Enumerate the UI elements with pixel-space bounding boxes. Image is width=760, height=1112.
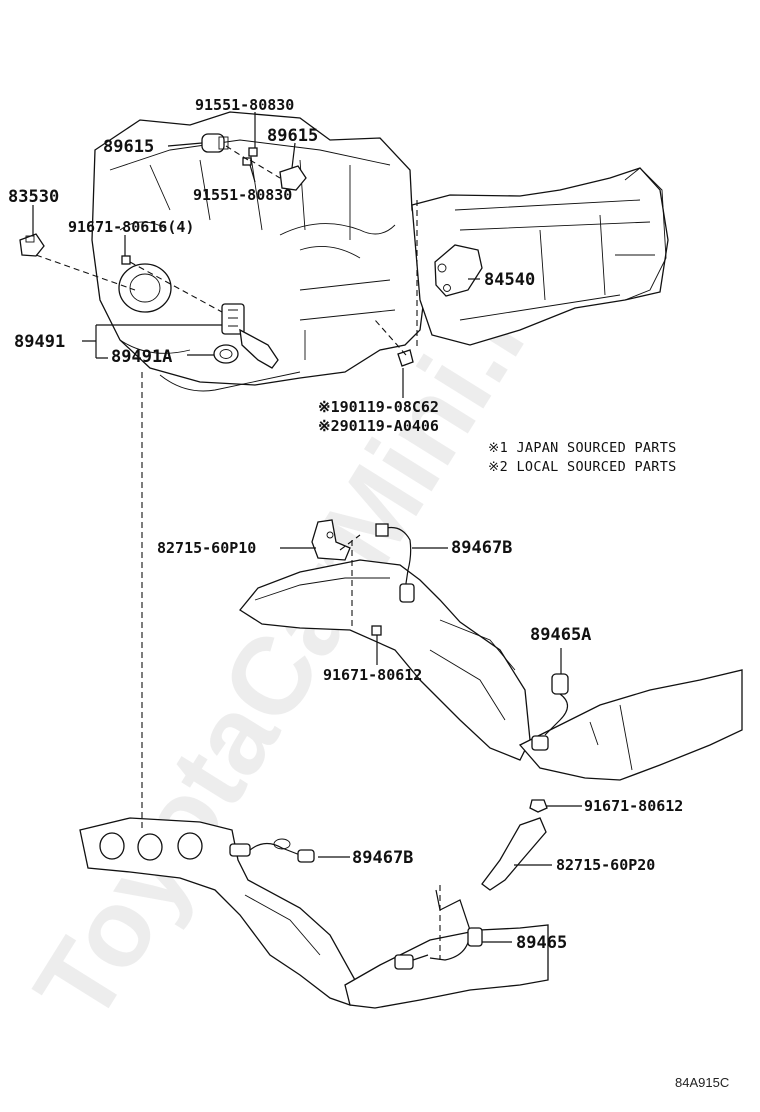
label-82715-60P10: 82715-60P10 xyxy=(157,539,256,557)
engine-block xyxy=(91,111,431,392)
oil-pressure-switch-83530 xyxy=(19,233,45,257)
bracket-82715-60P20 xyxy=(481,817,547,891)
oxygen-sensor-89465A xyxy=(531,673,569,751)
transmission xyxy=(411,167,669,346)
note-japan-sourced: ※1 JAPAN SOURCED PARTS xyxy=(488,440,677,456)
label-89467B-lower: 89467B xyxy=(352,848,413,868)
label-89615-right: 89615 xyxy=(267,126,318,146)
label-89491A: 89491A xyxy=(111,347,172,367)
label-90119-08C62: ※190119-08C62 xyxy=(318,398,439,416)
label-89491: 89491 xyxy=(14,332,65,352)
label-90119-A0406: ※290119-A0406 xyxy=(318,417,439,435)
oxygen-sensor-89467B-upper xyxy=(375,523,415,603)
exhaust-manifold-upper xyxy=(239,559,743,781)
label-83530: 83530 xyxy=(8,187,59,207)
diagram-code: 84A915C xyxy=(675,1075,729,1090)
bolt-91671-80612-upper xyxy=(371,625,382,636)
label-82715-60P20: 82715-60P20 xyxy=(556,856,655,874)
label-91671-80616: 91671-80616(4) xyxy=(68,218,194,236)
o-ring-89491A xyxy=(213,344,239,364)
bolt-91671-80616 xyxy=(121,255,131,265)
label-89465A: 89465A xyxy=(530,625,591,645)
bolts-91551 xyxy=(242,147,258,166)
label-91671-80612-lower: 91671-80612 xyxy=(584,797,683,815)
sensor-89615-right xyxy=(279,165,307,191)
assembly-lines xyxy=(35,145,441,960)
label-91551-80830-bottom: 91551-80830 xyxy=(193,186,292,204)
oxygen-sensor-89465 xyxy=(394,889,483,970)
label-89615-left: 89615 xyxy=(103,137,154,157)
speed-sensor-89491 xyxy=(221,303,279,369)
sensor-89615-left xyxy=(201,133,229,153)
exhaust-manifold-lower xyxy=(79,817,549,1009)
label-91671-80612-upper: 91671-80612 xyxy=(323,666,422,684)
bolt-90119 xyxy=(397,349,414,367)
bolt-91671-80612-lower xyxy=(529,799,548,813)
note-local-sourced: ※2 LOCAL SOURCED PARTS xyxy=(488,459,677,475)
oxygen-sensor-89467B-lower xyxy=(229,838,315,863)
leader-lines xyxy=(32,112,582,943)
label-89465: 89465 xyxy=(516,933,567,953)
label-84540: 84540 xyxy=(484,270,535,290)
label-91551-80830-top: 91551-80830 xyxy=(195,96,294,114)
label-89467B-upper: 89467B xyxy=(451,538,512,558)
